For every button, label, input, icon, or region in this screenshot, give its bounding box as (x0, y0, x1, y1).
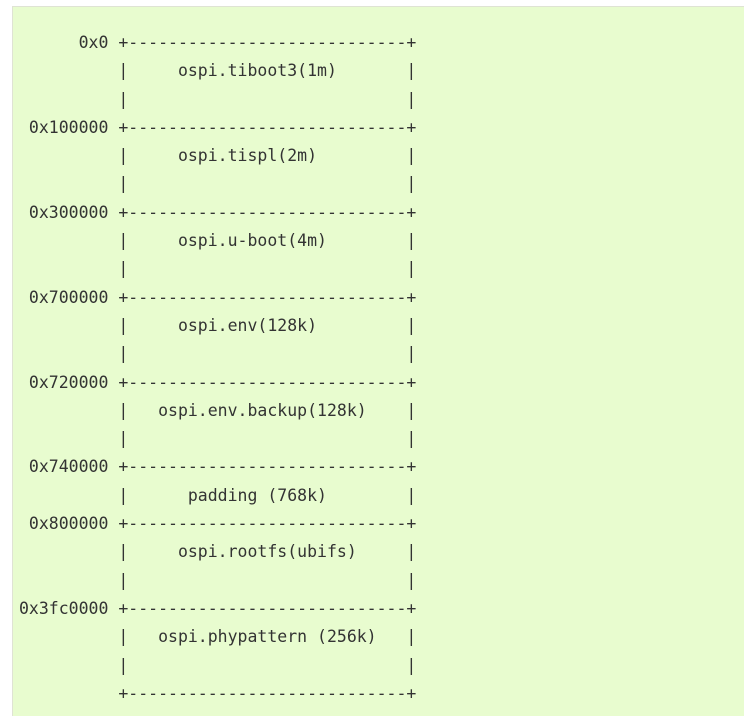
bottom-border-line: +----------------------------+ (19, 683, 417, 703)
partition-tispl: | ospi.tispl(2m) | (19, 146, 417, 166)
partition-rootfs: | ospi.rootfs(ubifs) | (19, 542, 417, 562)
address-line-0x300000: 0x300000 +----------------------------+ (19, 202, 417, 222)
spacer-line: | | (19, 429, 417, 449)
address-line-0x800000: 0x800000 +----------------------------+ (19, 514, 417, 534)
partition-tiboot3: | ospi.tiboot3(1m) | (19, 61, 417, 81)
address-line-0x3fc0000: 0x3fc0000 +----------------------------+ (19, 598, 417, 618)
memory-map-diagram: 0x0 +----------------------------+ | osp… (19, 29, 416, 708)
address-line-0x700000: 0x700000 +----------------------------+ (19, 287, 417, 307)
address-line-0x740000: 0x740000 +----------------------------+ (19, 457, 417, 477)
code-block: 0x0 +----------------------------+ | osp… (12, 6, 744, 716)
partition-phypattern: | ospi.phypattern (256k) | (19, 627, 417, 647)
spacer-line: | | (19, 655, 417, 675)
spacer-line: | | (19, 344, 417, 364)
spacer-line: | | (19, 570, 417, 590)
spacer-line: | | (19, 89, 417, 109)
partition-padding: | padding (768k) | (19, 485, 417, 505)
partition-u-boot: | ospi.u-boot(4m) | (19, 231, 417, 251)
address-line-0x100000: 0x100000 +----------------------------+ (19, 117, 417, 137)
address-line-0x0: 0x0 +----------------------------+ (19, 33, 417, 52)
spacer-line: | | (19, 259, 417, 279)
address-line-0x720000: 0x720000 +----------------------------+ (19, 372, 417, 392)
spacer-line: | | (19, 174, 417, 194)
partition-env-backup: | ospi.env.backup(128k) | (19, 400, 417, 420)
partition-env: | ospi.env(128k) | (19, 315, 417, 335)
